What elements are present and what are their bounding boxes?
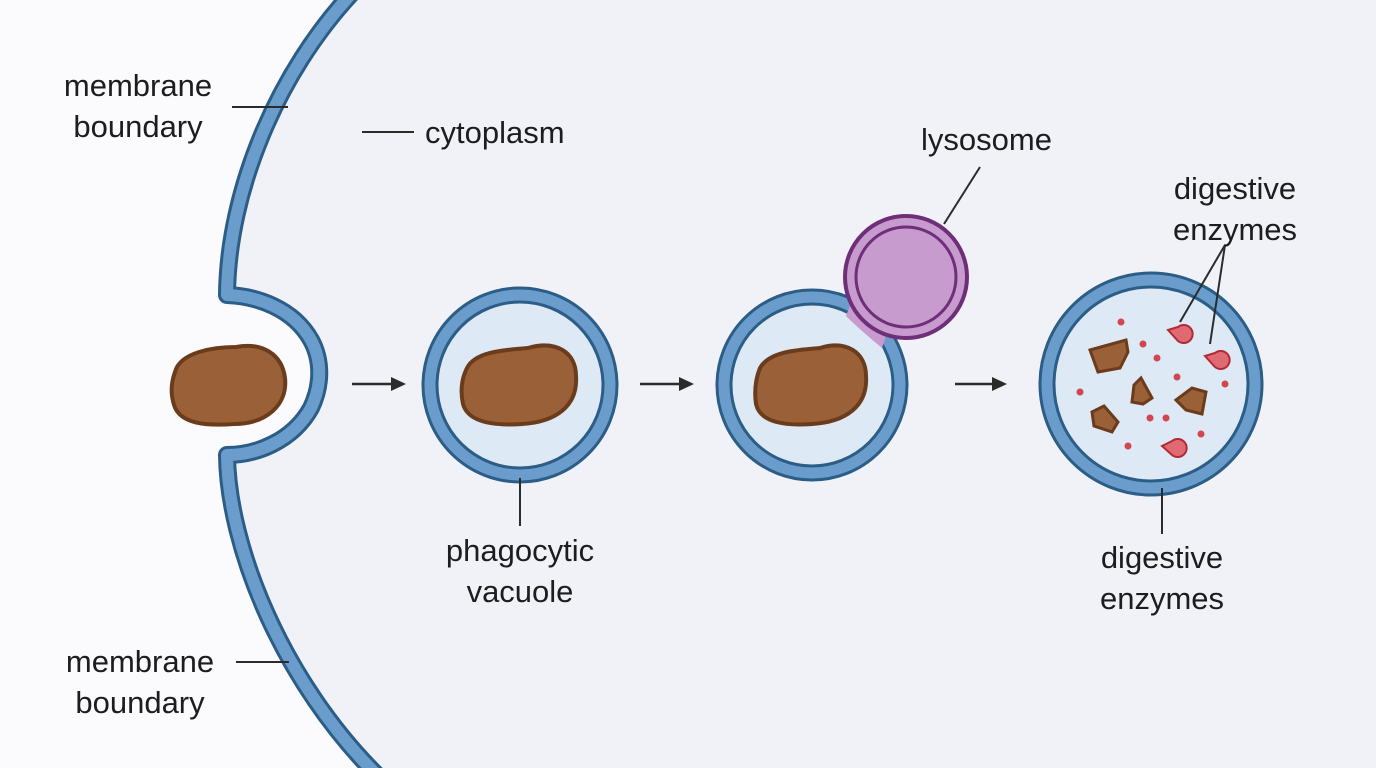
label-membrane-boundary-top: membrane boundary (63, 68, 213, 144)
label-membrane-boundary-bottom: membrane boundary (65, 644, 215, 720)
label-digestive-enzymes-top: digestive enzymes (1172, 171, 1298, 247)
label-cytoplasm: cytoplasm (425, 115, 565, 150)
enzyme-dot (1146, 414, 1154, 422)
fusing-particle (753, 343, 869, 427)
label-phagocytic-vacuole: phagocytic vacuole (445, 533, 595, 609)
enzyme-pacman (1203, 350, 1231, 370)
process-arrow (352, 377, 406, 391)
enzyme-dot (1162, 414, 1170, 422)
particle-fragment (1090, 404, 1120, 434)
enzyme-dot (1221, 380, 1229, 388)
vacuole-particle (459, 343, 579, 427)
particle-fragment (1173, 386, 1208, 416)
enzyme-pacman (1166, 324, 1194, 344)
enzyme-pacman (1160, 438, 1188, 458)
enzyme-dot (1124, 442, 1132, 450)
fusing-vacuole (715, 288, 909, 482)
enzyme-dot (1197, 430, 1205, 438)
label-lysosome: lysosome (921, 122, 1052, 157)
enzyme-dot (1076, 388, 1084, 396)
process-arrow (640, 377, 694, 391)
enzyme-dot (1173, 373, 1181, 381)
cell-membrane-inner (221, 0, 379, 768)
process-arrow (955, 377, 1007, 391)
phagocytic-vacuole (421, 286, 619, 484)
leader-line-enzymes-top (1209, 244, 1226, 345)
enzyme-dot (1117, 318, 1125, 326)
digestion-vacuole (1038, 271, 1264, 497)
leader-line-lysosome (943, 166, 981, 225)
food-particle (169, 343, 288, 427)
particle-fragment (1088, 338, 1130, 374)
enzyme-dot (1153, 354, 1161, 362)
enzyme-dot (1139, 340, 1147, 348)
label-digestive-enzymes-bottom: digestive enzymes (1099, 540, 1225, 616)
leader-line-enzymes-top (1179, 244, 1226, 323)
particle-fragment (1130, 375, 1154, 406)
lysosome (843, 214, 969, 340)
